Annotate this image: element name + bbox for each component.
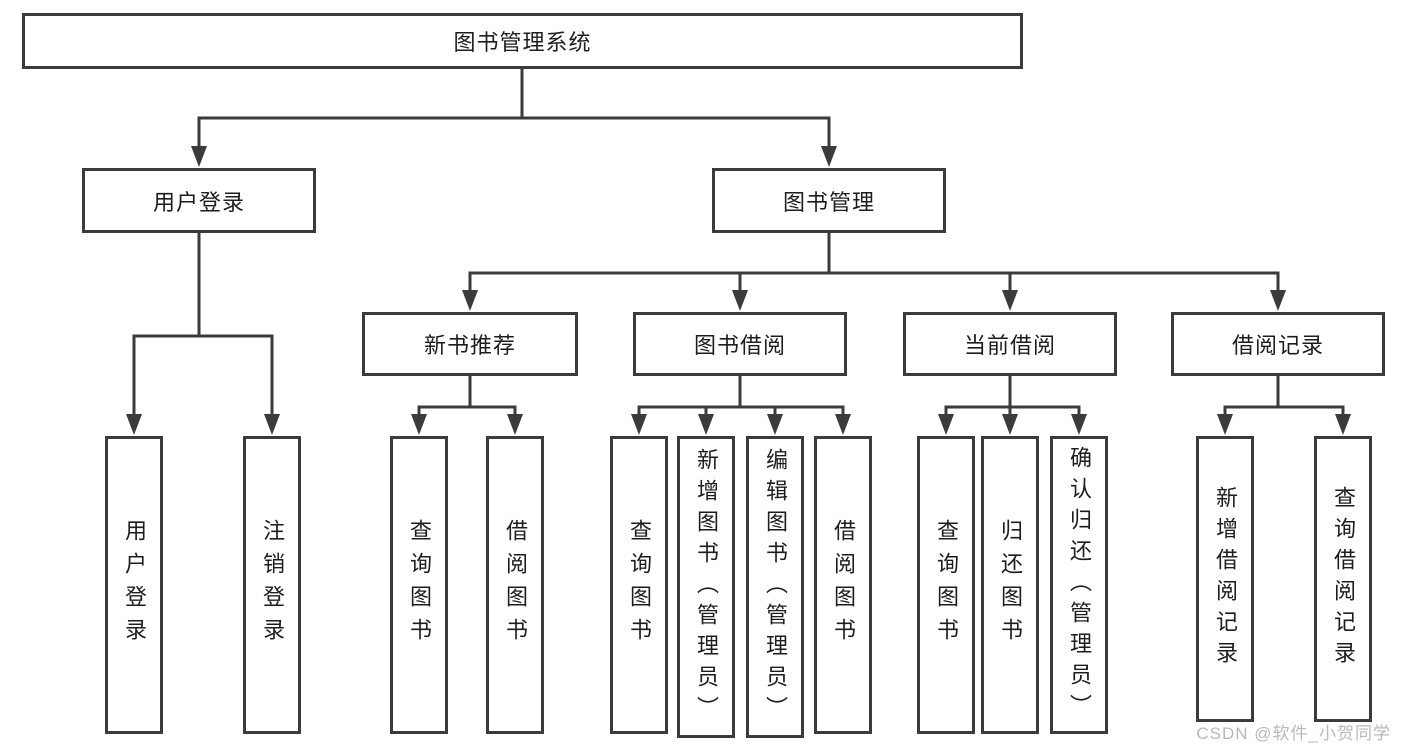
node-new-book-rec: 新书推荐	[362, 312, 578, 376]
leaf-nbr-borrow-books: 借阅图书	[486, 436, 544, 734]
csdn-watermark: CSDN @软件_小贺同学	[1196, 724, 1391, 743]
node-borrow-records: 借阅记录	[1171, 312, 1385, 376]
leaf-logout: 注销登录	[243, 436, 301, 734]
connector-book-borrow-children	[631, 376, 851, 435]
leaf-cb-confirm-return-admin: 确认归还（管理员）	[1050, 436, 1108, 734]
leaf-bb-borrow-books: 借阅图书	[814, 436, 872, 734]
leaf-bb-add-books-admin: 新增图书（管理员）	[677, 436, 735, 738]
leaf-bb-query-books: 查询图书	[610, 436, 668, 734]
leaf-nbr-query-books: 查询图书	[390, 436, 448, 734]
leaf-cb-return-books: 归还图书	[981, 436, 1039, 734]
leaf-br-query-record: 查询借阅记录	[1314, 436, 1372, 722]
node-user-login: 用户登录	[82, 168, 316, 233]
leaf-br-add-record: 新增借阅记录	[1196, 436, 1254, 722]
node-book-borrow: 图书借阅	[633, 312, 847, 376]
connector-new-book-rec-children	[411, 376, 523, 435]
node-book-mgmt: 图书管理	[712, 168, 946, 233]
leaf-user-login: 用户登录	[105, 436, 163, 734]
leaf-cb-query-books: 查询图书	[917, 436, 975, 734]
connector-root-to-level2	[191, 69, 837, 167]
connector-borrow-records-children	[1217, 376, 1351, 435]
leaf-bb-edit-books-admin: 编辑图书（管理员）	[746, 436, 804, 738]
connector-user-login-children	[126, 233, 280, 435]
connector-book-mgmt-to-level3	[462, 233, 1286, 311]
connector-current-borrow-children	[938, 376, 1087, 435]
node-root: 图书管理系统	[22, 13, 1023, 69]
node-current-borrow: 当前借阅	[903, 312, 1117, 376]
